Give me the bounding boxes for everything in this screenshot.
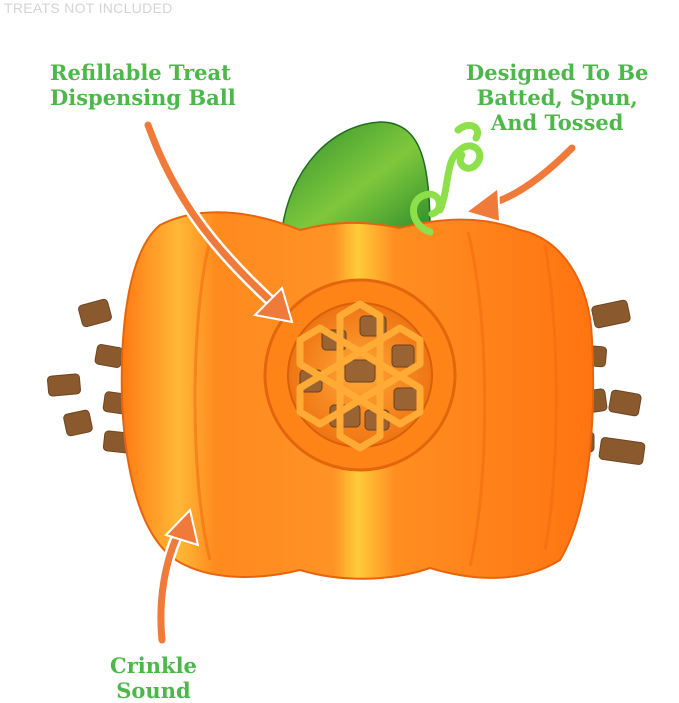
arrow-to-curl xyxy=(463,142,578,224)
green-curl xyxy=(410,122,484,236)
arrow-to-crinkle xyxy=(154,507,200,646)
callout-line: Designed To Be xyxy=(466,60,649,85)
callout-line: Crinkle xyxy=(110,653,197,678)
treat-dispensing-ball xyxy=(263,278,457,472)
arrow-to-ball xyxy=(142,119,294,324)
callout-line: Refillable Treat xyxy=(50,60,231,85)
treats-not-included-note: TREATS NOT INCLUDED xyxy=(4,0,173,16)
leaf xyxy=(281,121,431,237)
pumpkin-ribs xyxy=(193,231,558,567)
batted-spun-tossed-callout: Designed To Be Batted, Spun, And Tossed xyxy=(466,60,648,135)
crinkle-sound-callout: Crinkle Sound xyxy=(110,653,197,703)
callout-line: Sound xyxy=(116,678,191,703)
callout-line: Dispensing Ball xyxy=(50,85,236,110)
treat-pieces-left xyxy=(47,298,134,454)
callout-line: And Tossed xyxy=(490,110,624,135)
callout-line: Batted, Spun, xyxy=(476,85,638,110)
refillable-ball-callout: Refillable Treat Dispensing Ball xyxy=(50,60,236,110)
